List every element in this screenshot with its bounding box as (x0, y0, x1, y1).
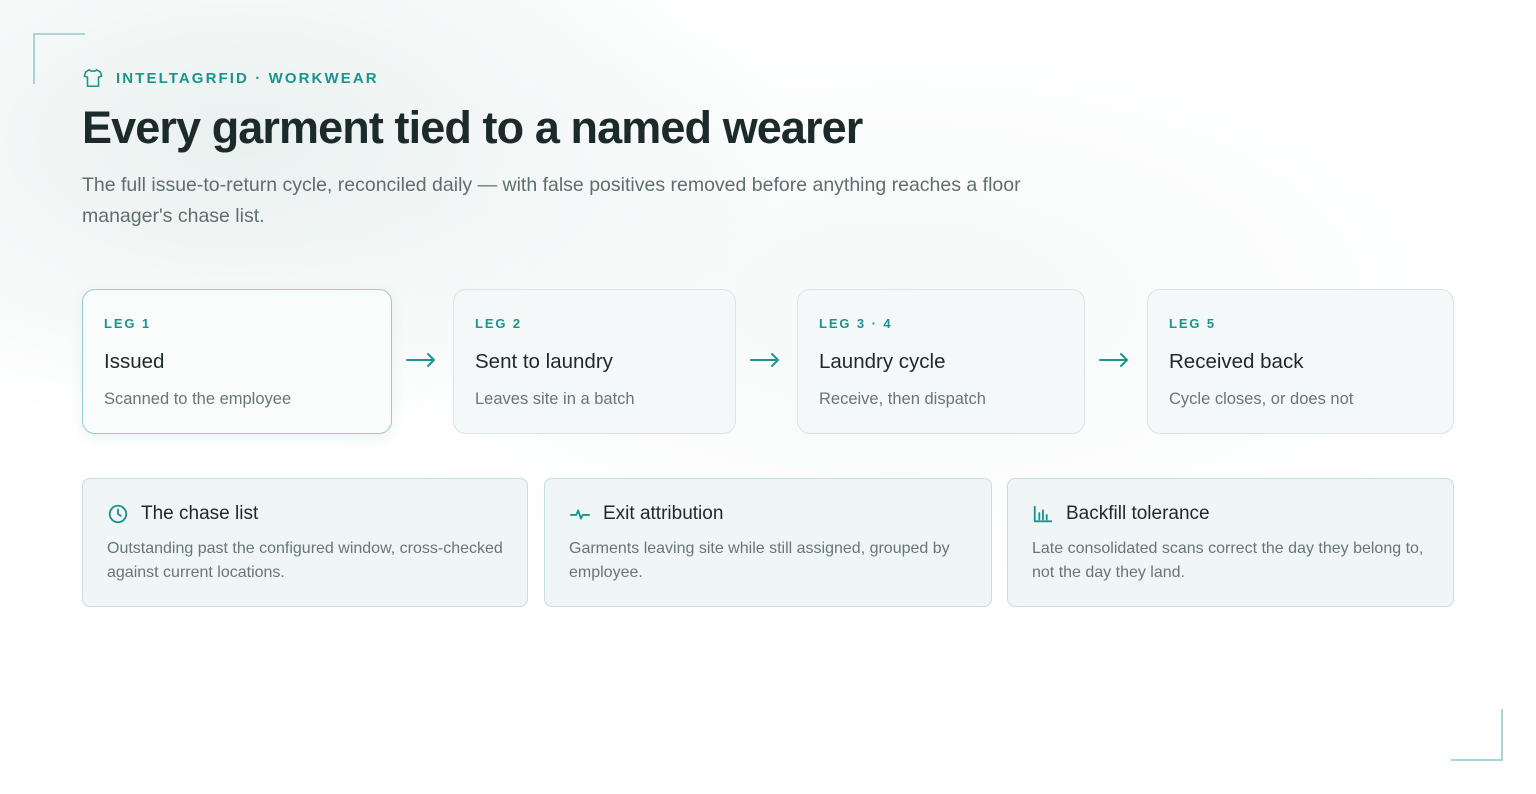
leg-description: Cycle closes, or does not (1169, 390, 1354, 408)
leg-title: Issued (104, 350, 165, 373)
eyebrow-label: INTELTAGRFID · WORKWEAR (116, 69, 379, 87)
corner-mark-bottom-right (1451, 709, 1503, 761)
leg-title: Laundry cycle (819, 350, 946, 373)
leg-tag: LEG 5 (1169, 316, 1217, 331)
bar-chart-icon (1033, 505, 1053, 523)
leg-card-5: LEG 5 Received back Cycle closes, or doe… (1147, 289, 1454, 434)
feature-card-backfill-tolerance: Backfill tolerance Late consolidated sca… (1007, 478, 1454, 607)
leg-card-3-4: LEG 3 · 4 Laundry cycle Receive, then di… (797, 289, 1085, 434)
leg-card-1: LEG 1 Issued Scanned to the employee (82, 289, 392, 434)
feature-card-chase-list: The chase list Outstanding past the conf… (82, 478, 528, 607)
leg-title: Sent to laundry (475, 350, 613, 373)
leg-tag: LEG 1 (104, 316, 152, 331)
leg-tag: LEG 3 · 4 (819, 316, 893, 331)
card-title: Backfill tolerance (1066, 503, 1210, 524)
leg-title: Received back (1169, 350, 1304, 373)
page-title: Every garment tied to a named wearer (82, 102, 863, 153)
card-description: Garments leaving site while still assign… (569, 540, 950, 581)
card-description: Late consolidated scans correct the day … (1032, 540, 1424, 581)
arrow-right-icon (1099, 353, 1128, 367)
card-title: The chase list (141, 503, 259, 524)
leg-tag: LEG 2 (475, 316, 523, 331)
leg-description: Receive, then dispatch (819, 390, 986, 408)
leg-description: Leaves site in a batch (475, 390, 635, 408)
feature-card-exit-attribution: Exit attribution Garments leaving site w… (544, 478, 992, 607)
eyebrow: INTELTAGRFID · WORKWEAR (82, 66, 379, 90)
page-subtitle: The full issue-to-return cycle, reconcil… (82, 174, 1021, 227)
arrow-right-icon (750, 353, 779, 367)
leg-description: Scanned to the employee (104, 390, 292, 408)
arrow-right-icon (406, 353, 435, 367)
pulse-icon (569, 509, 591, 520)
feature-cards: The chase list Outstanding past the conf… (82, 478, 1454, 607)
corner-mark-top-left (33, 33, 85, 84)
leg-flow: LEG 1 Issued Scanned to the employee LEG… (82, 289, 1454, 434)
card-title: Exit attribution (603, 503, 724, 524)
leg-card-2: LEG 2 Sent to laundry Leaves site in a b… (453, 289, 736, 434)
card-description: Outstanding past the configured window, … (107, 540, 503, 581)
shirt-icon (83, 68, 103, 88)
clock-icon (108, 504, 128, 524)
